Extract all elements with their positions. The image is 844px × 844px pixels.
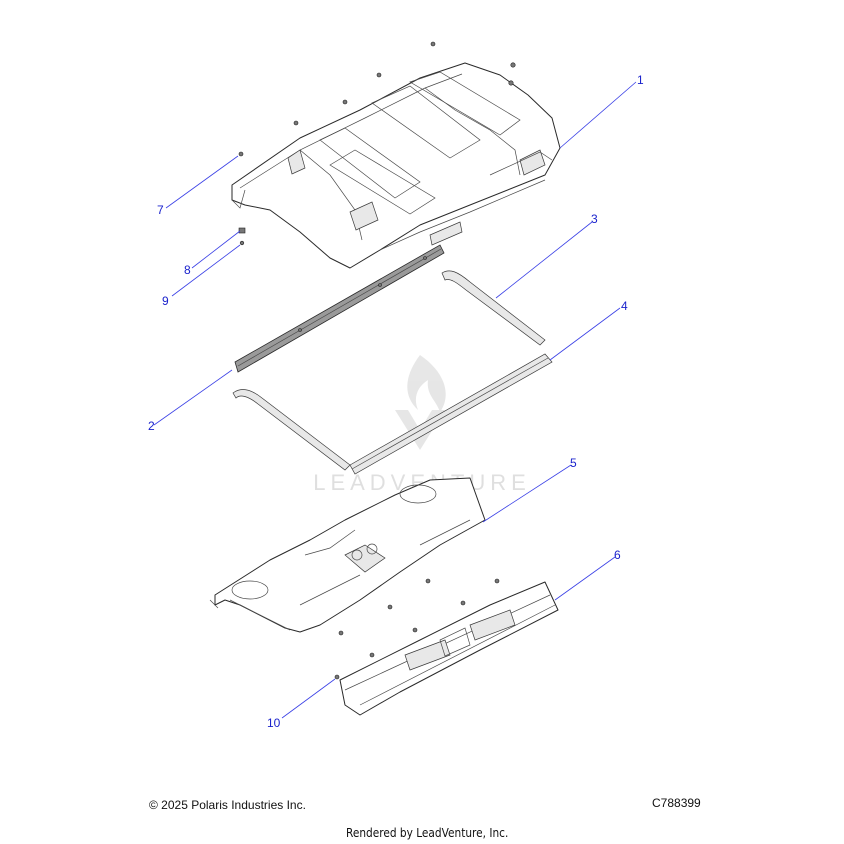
roof-fasteners[interactable] xyxy=(238,41,516,246)
drawing-number: C788399 xyxy=(652,796,701,810)
callout-6[interactable]: 6 xyxy=(614,548,621,562)
leader-lines xyxy=(153,81,637,719)
roof-part[interactable] xyxy=(231,62,561,269)
callout-4[interactable]: 4 xyxy=(621,299,628,313)
callout-8[interactable]: 8 xyxy=(184,263,191,277)
callout-1[interactable]: 1 xyxy=(637,73,644,87)
callout-labels: 1 2 3 4 5 6 7 8 9 10 xyxy=(148,73,644,730)
callout-5[interactable]: 5 xyxy=(570,456,577,470)
headliner-part[interactable] xyxy=(209,477,486,633)
seal-strip-part[interactable] xyxy=(234,244,445,373)
copyright-text: © 2025 Polaris Industries Inc. xyxy=(149,798,306,812)
callout-7[interactable]: 7 xyxy=(157,203,164,217)
callout-3[interactable]: 3 xyxy=(591,212,598,226)
rear-rail-part[interactable] xyxy=(441,270,546,346)
rendered-by-text: Rendered by LeadVenture, Inc. xyxy=(346,826,509,840)
front-rail-part[interactable] xyxy=(232,389,351,471)
seal-bar-part[interactable] xyxy=(349,353,553,475)
callout-10[interactable]: 10 xyxy=(267,716,281,730)
trim-fasteners[interactable] xyxy=(334,578,500,680)
callout-9[interactable]: 9 xyxy=(162,294,169,308)
callout-2[interactable]: 2 xyxy=(148,419,155,433)
lower-trim-panel-part[interactable] xyxy=(339,581,559,716)
